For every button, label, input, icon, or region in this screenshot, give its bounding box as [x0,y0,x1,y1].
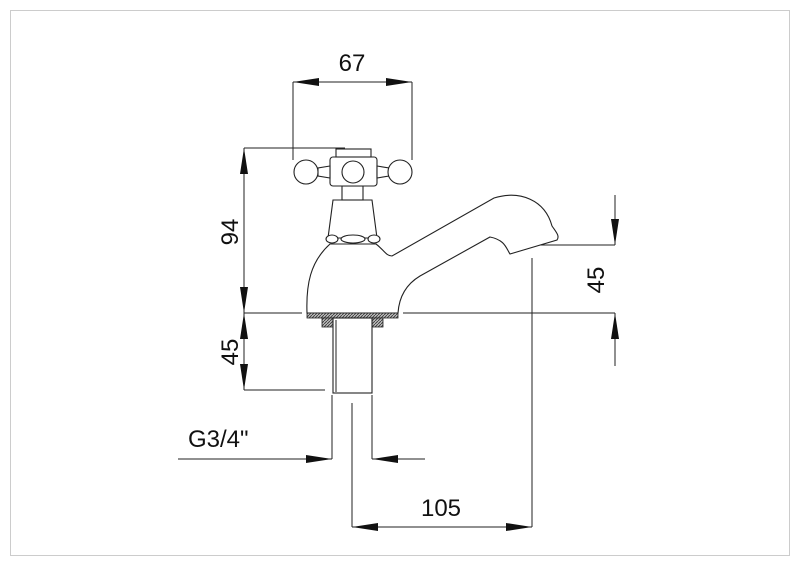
dimension-spout-reach: 105 [421,495,461,522]
tap-outline [293,148,559,394]
dimension-thread: G3/4" [188,426,249,453]
dimension-arrows [240,78,619,531]
dimension-height: 94 [217,219,244,246]
drawing-frame [10,10,790,556]
dimension-lines [178,81,616,528]
dimension-spout-height: 45 [583,267,610,294]
dimension-shank-length: 45 [217,339,244,366]
dimension-handle-width: 67 [339,50,366,77]
